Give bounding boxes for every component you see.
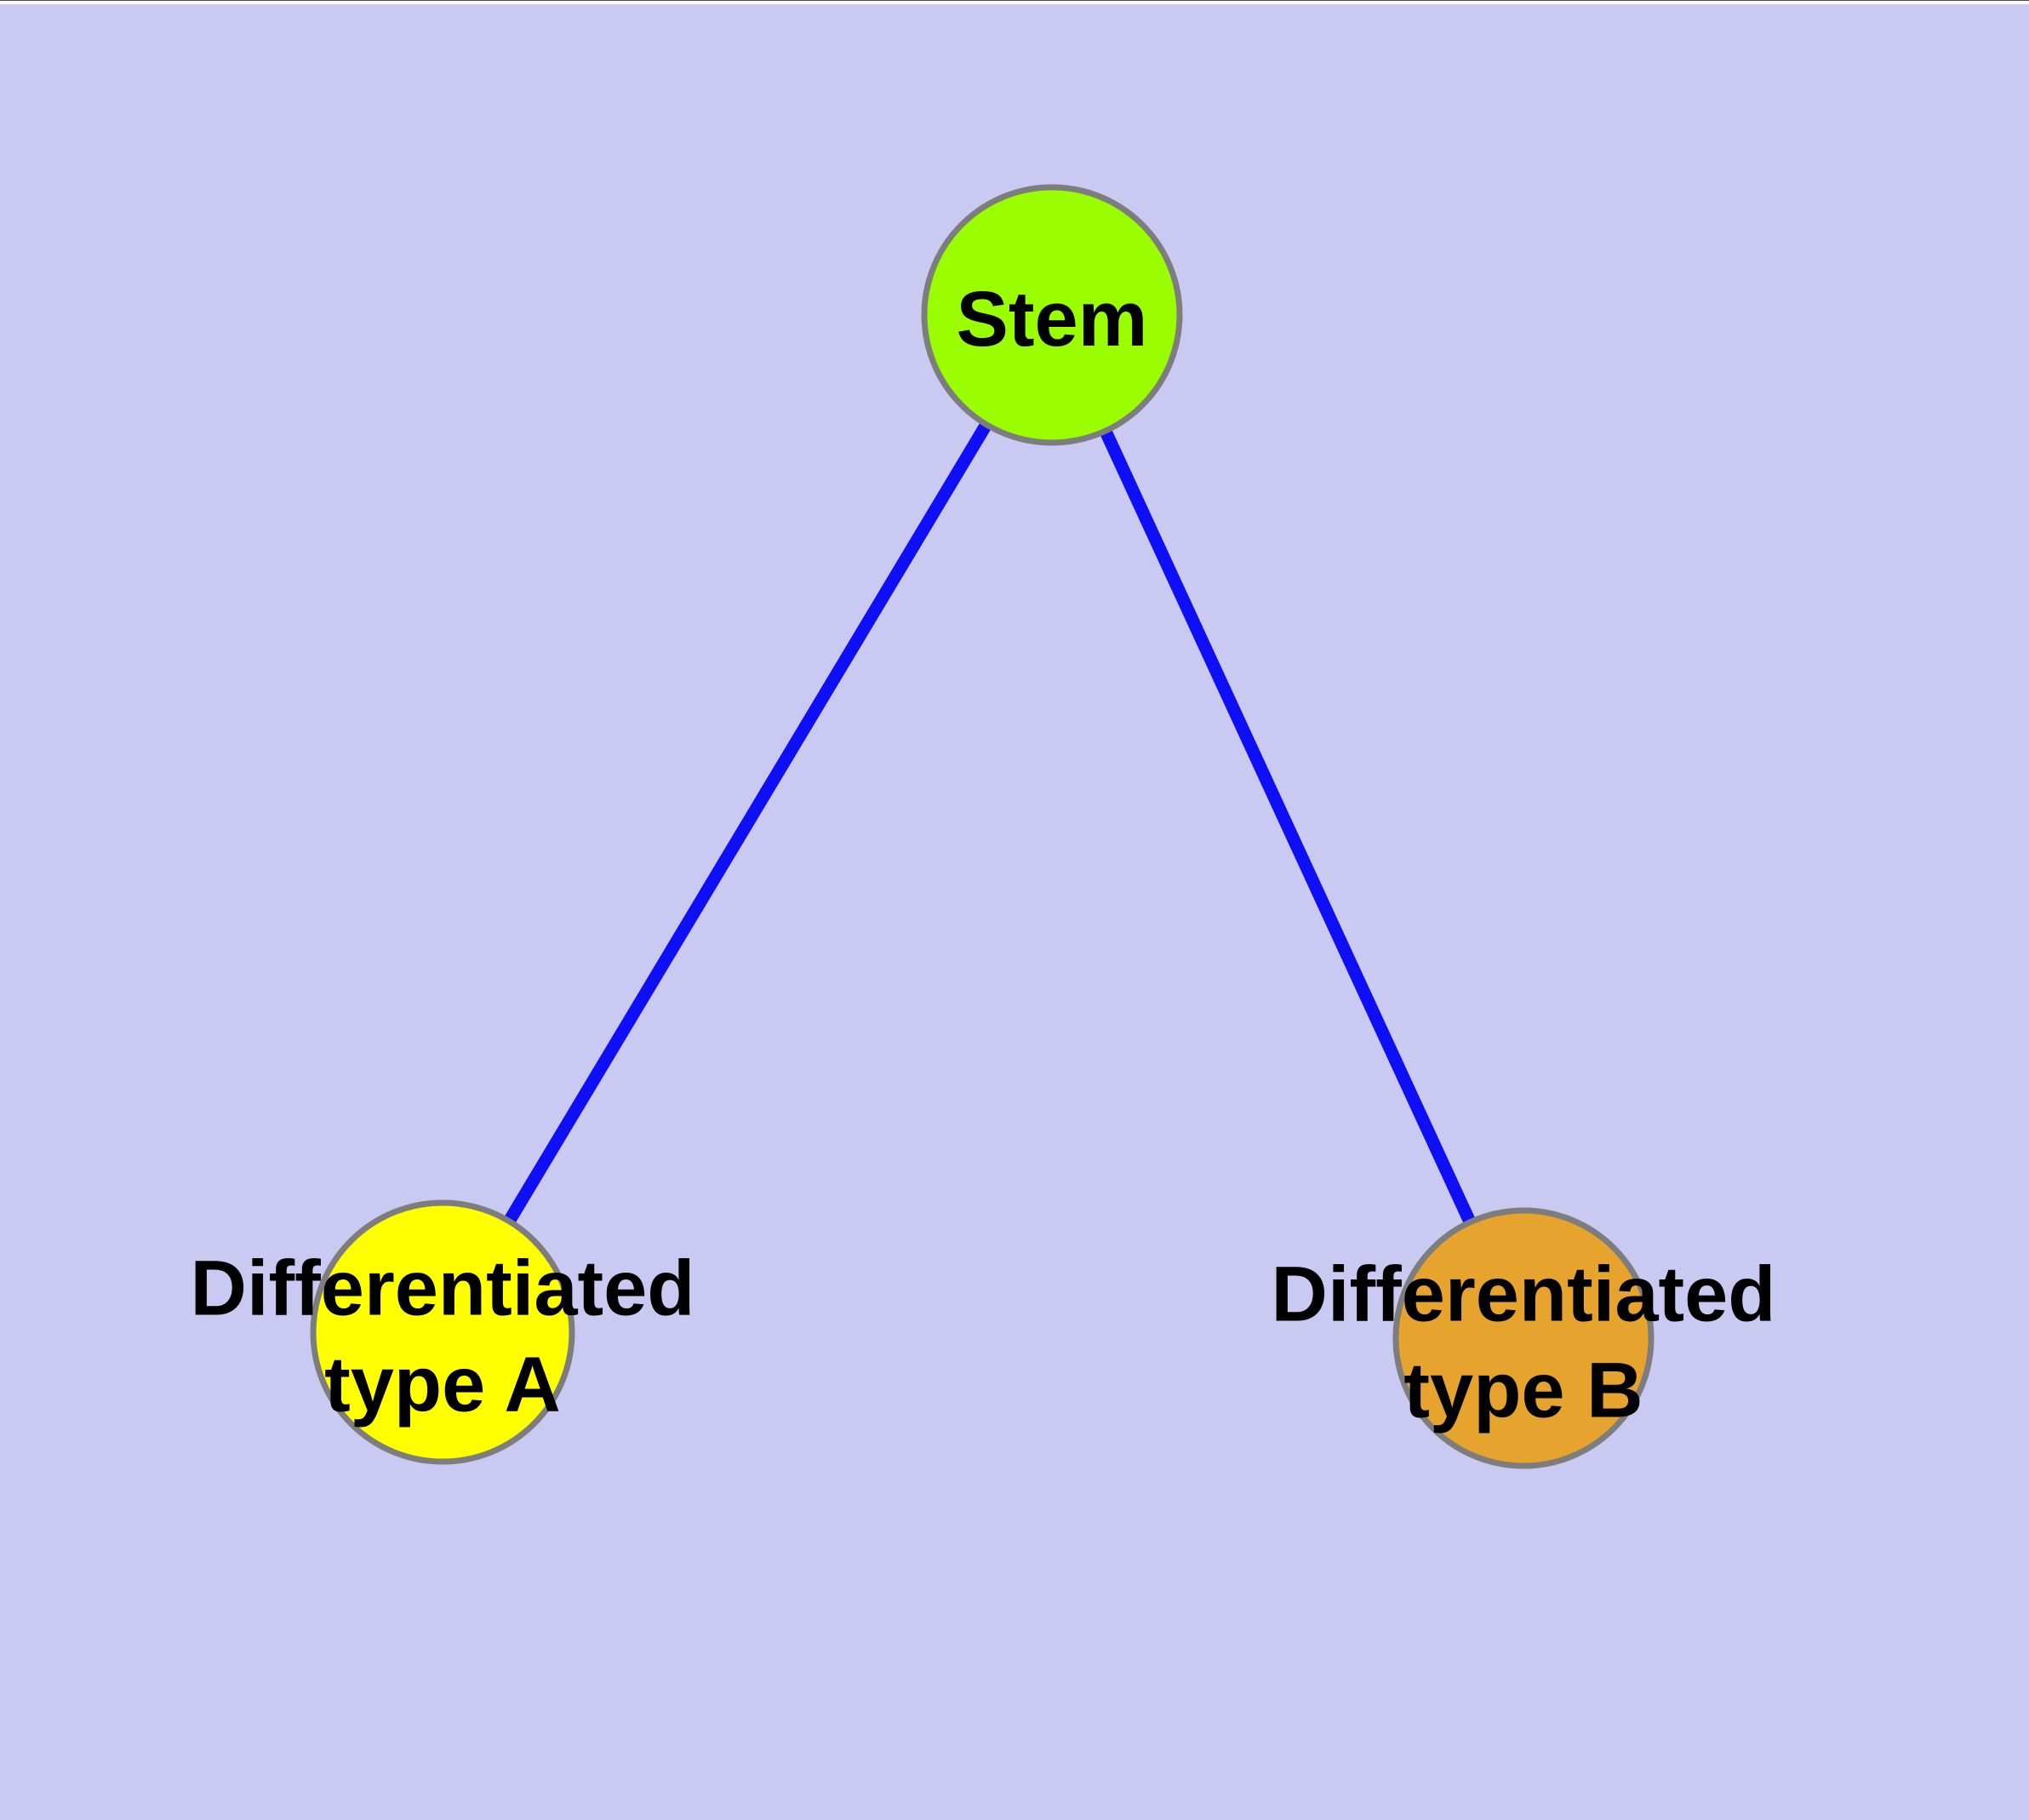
node-differentiated-type-a bbox=[310, 1199, 575, 1465]
node-label-line: Differentiated bbox=[1272, 1251, 1776, 1338]
node-label-line: Differentiated bbox=[191, 1245, 695, 1332]
node-stem bbox=[921, 184, 1183, 446]
node-label-line: type B bbox=[1403, 1348, 1643, 1434]
edge-stem-to-differentiated-type-a bbox=[437, 312, 1058, 1336]
node-differentiated-type-b bbox=[1392, 1207, 1655, 1469]
node-label-line: type A bbox=[324, 1342, 561, 1428]
node-label-line: Stem bbox=[957, 276, 1148, 363]
node-label-differentiated-type-a: Differentiated type A bbox=[191, 1245, 695, 1428]
top-edge-artifact bbox=[0, 0, 2029, 4]
nodes-layer bbox=[310, 184, 1655, 1469]
node-label-stem: Stem bbox=[957, 276, 1148, 363]
node-label-differentiated-type-b: Differentiated type B bbox=[1272, 1251, 1776, 1434]
edge-stem-to-differentiated-type-b bbox=[1046, 312, 1529, 1342]
edges-layer bbox=[437, 312, 1529, 1342]
